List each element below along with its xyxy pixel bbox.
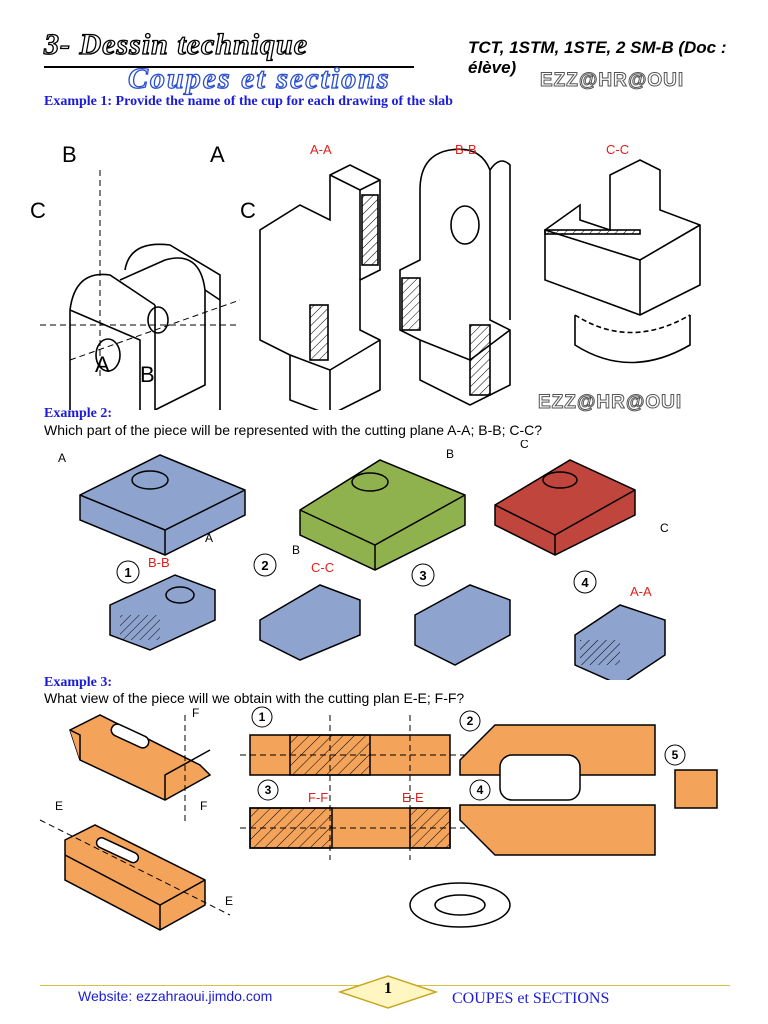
answer-label: E-E: [402, 790, 424, 805]
plane-letter: C: [660, 521, 669, 535]
answer-label: F-F: [308, 790, 329, 805]
page-number: 1: [384, 980, 392, 997]
section-c-c: [544, 159, 701, 364]
page-number-badge: [338, 975, 438, 1009]
choice-number: 4: [581, 575, 589, 590]
plane-letter: C: [240, 198, 256, 223]
plane-letter: A: [205, 531, 213, 545]
plane-letter: F: [200, 799, 207, 813]
choice-number: 1: [259, 710, 266, 724]
answer-label: A-A: [310, 142, 332, 157]
example2-figure: 1 2 3 4 A A B B C C: [58, 440, 669, 680]
answer-label: C-C: [311, 560, 335, 575]
example1-figure: B A C C A B: [30, 142, 701, 410]
plane-letter: A: [58, 451, 66, 465]
answer-label: C-C: [606, 142, 630, 157]
footer-section: COUPES et SECTIONS: [452, 990, 610, 1007]
example3-question: What view of the piece will we obtain wi…: [44, 690, 465, 706]
plane-letter: B: [446, 447, 454, 461]
plane-letter: F: [192, 706, 199, 720]
choice-number: 1: [124, 565, 131, 580]
example3-figure: 1 2 3 4 5 F F E E: [39, 706, 718, 931]
plane-letter: E: [225, 894, 233, 908]
example2-title: Example 2:: [44, 406, 113, 421]
example1-title: Example 1: Provide the name of the cup f…: [44, 94, 453, 109]
watermark-middle: EZZ@HR@OUI: [537, 392, 683, 414]
choice-number: 5: [672, 748, 679, 762]
title-underline: [44, 66, 414, 68]
footer-website[interactable]: Website: ezzahraoui.jimdo.com: [78, 988, 273, 1004]
plane-letter: B: [62, 142, 77, 167]
class-list: TCT, 1STM, 1STE, 2 SM-B (Doc : élève): [468, 38, 727, 77]
plane-letter: B: [140, 362, 155, 387]
plane-letter: E: [55, 799, 63, 813]
choice-number: 3: [265, 783, 272, 797]
answer-label: A-A: [630, 584, 652, 599]
choice-number: 2: [261, 558, 268, 573]
plane-letter: A: [95, 352, 110, 377]
page-subtitle: Coupes et sections: [127, 61, 391, 95]
choice-number: 2: [467, 714, 474, 728]
section-a-a: [259, 164, 381, 410]
plane-letter: C: [30, 198, 46, 223]
plane-letter: C: [520, 440, 529, 451]
answer-label: B-B: [455, 142, 477, 157]
example2-question: Which part of the piece will be represen…: [44, 422, 543, 438]
choice-number: 4: [477, 783, 484, 797]
choice-number: 3: [419, 568, 426, 583]
plane-letter: A: [210, 142, 225, 167]
clevis-piece: [69, 243, 221, 410]
example3-title: Example 3:: [44, 675, 113, 690]
section-b-b: [399, 148, 511, 406]
plane-letter: B: [292, 543, 300, 557]
page-title: 3- Dessin technique: [43, 27, 309, 61]
answer-label: B-B: [148, 555, 170, 570]
watermark-top: EZZ@HR@OUI: [539, 70, 685, 92]
